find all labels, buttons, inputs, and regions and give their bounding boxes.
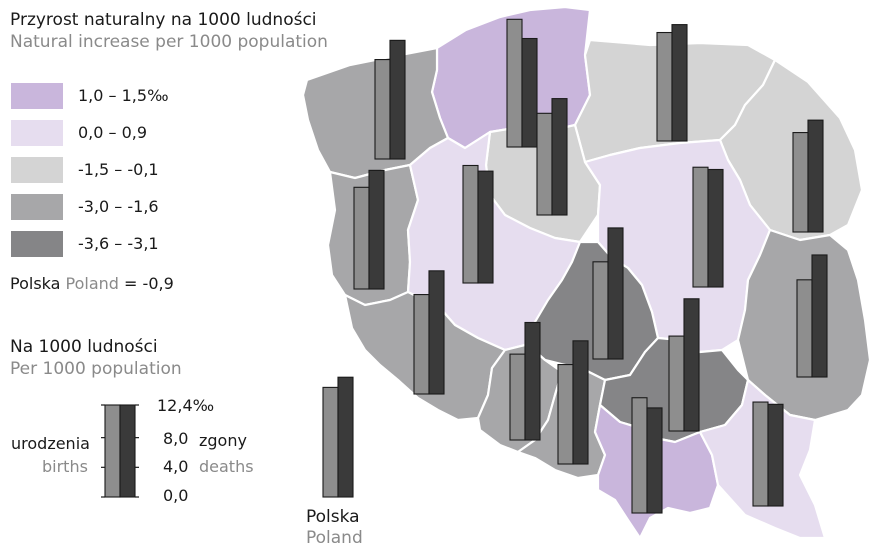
legend-poland-pl: Polska (10, 274, 61, 293)
legend-class-label-4: -3,0 – -1,6 (78, 197, 159, 216)
national-bars (322, 376, 354, 498)
bars-legend-title-en: Per 1000 population (10, 359, 182, 379)
bar-births-kujawsko-pomorskie (536, 112, 553, 216)
bar-births-poland (322, 386, 339, 498)
legend-poland-en: Poland (65, 274, 119, 293)
bar-births-warminsko-mazurskie (656, 31, 673, 142)
bar-births-lubuskie (353, 186, 370, 290)
legend-swatch-4 (11, 194, 63, 220)
bar-deaths-lodzkie (607, 227, 624, 360)
bar-deaths-zachodniopomorskie (389, 39, 406, 160)
births-label-en: births (42, 457, 88, 476)
legend-swatch-1 (11, 83, 63, 109)
scale-label-0: 0,0 (163, 486, 189, 505)
bar-deaths-dolnoslaskie (428, 270, 445, 395)
bar-births-lubelskie (796, 279, 813, 378)
bar-deaths-malopolskie (646, 407, 663, 514)
scale-bar-births (104, 404, 121, 498)
deaths-label-en: deaths (199, 457, 254, 476)
bar-births-malopolskie (631, 397, 648, 514)
bars-legend-title-pl: Na 1000 ludności (10, 337, 158, 357)
bar-births-dolnoslaskie (413, 294, 430, 395)
bar-births-podkarpackie (752, 401, 769, 507)
deaths-label-pl: zgony (199, 431, 247, 450)
bar-deaths-podkarpackie (767, 403, 784, 507)
scale-bars (101, 404, 139, 498)
scale-label-8: 8,0 (163, 429, 189, 448)
bar-deaths-poland (337, 376, 354, 498)
legend-class-label-3: -1,5 – -0,1 (78, 160, 159, 179)
legend-swatch-2 (11, 120, 63, 146)
bar-deaths-pomorskie (521, 37, 538, 148)
legend-poland-value: = -0,9 (124, 274, 174, 293)
national-label-en: Poland (306, 528, 363, 548)
bar-deaths-kujawsko-pomorskie (551, 98, 568, 216)
bar-births-lodzkie (592, 261, 609, 360)
legend-title-en: Natural increase per 1000 population (10, 32, 328, 52)
legend-poland-total: Polska Poland = -0,9 (10, 276, 174, 292)
bar-deaths-mazowieckie (707, 168, 724, 288)
legend-class-label-1: 1,0 – 1,5‰ (78, 86, 169, 105)
scale-label-4: 4,0 (163, 457, 189, 476)
scale-bar-deaths (119, 404, 136, 498)
bar-births-podlaskie (792, 132, 809, 233)
bar-deaths-slaskie (572, 340, 589, 465)
legend-title-pl: Przyrost naturalny na 1000 ludności (10, 10, 317, 30)
bar-births-opolskie (509, 353, 526, 441)
bar-deaths-podlaskie (807, 119, 824, 233)
legend-class-label-5: -3,6 – -3,1 (78, 234, 159, 253)
legend-swatch-3 (11, 157, 63, 183)
bar-deaths-warminsko-mazurskie (671, 24, 688, 142)
region-bars-layer (353, 18, 828, 514)
legend-class-label-2: 0,0 – 0,9 (78, 123, 148, 142)
national-label-pl: Polska (306, 507, 360, 527)
bar-deaths-lubelskie (811, 254, 828, 378)
bar-births-wielkopolskie (462, 164, 479, 284)
bar-deaths-wielkopolskie (477, 170, 494, 284)
bar-births-swietokrzyskie (668, 335, 685, 432)
births-label-pl: urodzenia (11, 434, 90, 453)
bar-deaths-lubuskie (368, 169, 385, 290)
scale-label-max: 12,4‰ (157, 396, 215, 415)
bar-births-mazowieckie (692, 166, 709, 288)
bar-births-zachodniopomorskie (374, 59, 391, 160)
bar-deaths-opolskie (524, 321, 541, 441)
bar-deaths-swietokrzyskie (683, 298, 700, 432)
bar-births-slaskie (557, 364, 574, 465)
legend-swatch-5 (11, 231, 63, 257)
bar-births-pomorskie (506, 18, 523, 148)
